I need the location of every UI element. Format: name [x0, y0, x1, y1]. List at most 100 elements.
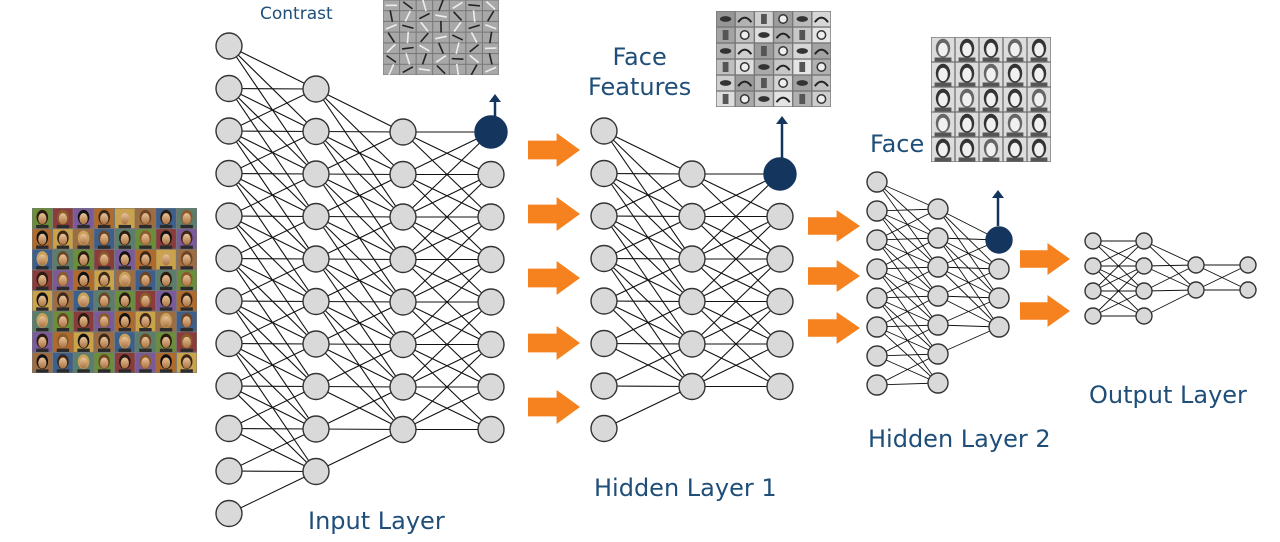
network-1-edge: [228, 173, 317, 217]
network-2-node: [766, 330, 794, 358]
network-1-edge: [315, 386, 404, 430]
face-features-image-frame: [716, 11, 831, 107]
network-1-node: [477, 245, 505, 274]
network-3-edge: [876, 181, 939, 210]
network-1-edge: [315, 216, 404, 260]
network-1-edge: [402, 344, 492, 388]
network-1-edge: [402, 259, 492, 303]
network-1-edge: [402, 174, 492, 260]
feature-output-arrows: [489, 94, 1004, 226]
network-1-edge: [228, 300, 317, 303]
output-layer-label: Output Layer: [1089, 381, 1247, 409]
network-4-edge: [1195, 264, 1249, 291]
network-1-edge: [315, 130, 404, 133]
network-3-highlight-node: [985, 226, 1013, 254]
network-3-node: [927, 372, 949, 394]
network-1-edge: [228, 45, 317, 90]
network-1-node: [302, 457, 330, 486]
network-1-node: [389, 160, 417, 189]
network-4-edge: [1092, 265, 1145, 292]
orange-arrow: [528, 326, 580, 360]
network-2-edge: [691, 216, 781, 302]
network-1-node: [215, 372, 243, 400]
network-1-edge: [228, 471, 317, 514]
orange-arrow: [528, 197, 580, 231]
orange-arrow: [528, 133, 580, 167]
network-2-edge: [691, 301, 781, 345]
thumbnail-images: [32, 0, 1051, 373]
orange-arrow: [808, 210, 860, 242]
network-1-node: [389, 245, 417, 274]
input-faces-image: [32, 208, 197, 373]
face-label: Face: [870, 130, 925, 158]
face-features-label-line2: Features: [588, 73, 692, 101]
network-3-node: [988, 258, 1010, 280]
network-2-edge: [603, 300, 693, 303]
network-2-edge: [691, 343, 781, 387]
network-1-edge: [402, 216, 492, 303]
orange-arrow: [1020, 295, 1070, 327]
network-3-node: [866, 316, 888, 338]
orange-arrow: [528, 390, 580, 424]
network-1-node: [215, 159, 243, 188]
network-4-edge: [1143, 240, 1197, 266]
network-4-node: [1187, 256, 1205, 274]
face-prototypes-image: [931, 37, 1051, 162]
network-1-node: [215, 74, 243, 103]
network-1-node: [389, 288, 417, 316]
face-features-label: Face Features: [588, 42, 691, 102]
network-4-node: [1084, 282, 1102, 300]
network-2-node: [678, 202, 706, 231]
network-2-node: [678, 160, 706, 188]
network-3-node: [866, 200, 888, 222]
network-1-edge: [228, 87, 317, 90]
input-layer-label: Input Layer: [308, 507, 445, 535]
network-2-edge: [603, 257, 693, 260]
network-3-edge: [876, 237, 939, 270]
orange-arrow: [808, 312, 860, 344]
network-1-node: [215, 202, 243, 230]
network-2-edge: [603, 172, 693, 175]
network-2-node: [590, 287, 618, 315]
network-4-node: [1135, 307, 1153, 325]
network-1-node: [389, 373, 417, 401]
network-1-node: [477, 415, 505, 444]
network-1-edge: [315, 301, 404, 345]
network-4-node: [1187, 281, 1205, 299]
up-arrow-head-icon: [992, 190, 1004, 198]
network-1-node: [302, 287, 330, 316]
network-1-edge: [315, 173, 404, 176]
network-1-node: [477, 160, 505, 189]
network-2-node: [590, 414, 618, 443]
network-2-edge: [691, 216, 781, 260]
network-4-edge: [1092, 240, 1145, 292]
network-1-edge: [402, 216, 492, 260]
network-1-node: [477, 330, 505, 359]
network-2-node: [678, 330, 706, 358]
network-1-node: [215, 32, 243, 60]
network-1-edge: [315, 215, 404, 218]
network-1-node: [389, 118, 417, 146]
network-2-edge: [603, 385, 693, 388]
network-1-edge: [315, 429, 404, 472]
network-connections: [228, 45, 1249, 514]
network-2-edge: [691, 173, 781, 260]
network-1-node: [477, 373, 505, 401]
network-1-edge: [228, 131, 317, 174]
network-1-edge: [315, 300, 404, 303]
orange-flow-arrows: [528, 133, 1070, 424]
network-1-node: [477, 203, 505, 231]
network-4-edge: [1143, 264, 1197, 292]
network-2-node: [590, 202, 618, 230]
network-1-node: [302, 202, 330, 231]
network-2-edge: [691, 301, 781, 387]
network-2-edge: [603, 386, 693, 429]
network-2-edge: [603, 258, 693, 302]
network-1-edge: [402, 344, 492, 430]
network-2-edge: [603, 130, 693, 175]
network-1-edge: [402, 301, 492, 388]
network-1-edge: [228, 258, 317, 302]
network-3-node: [927, 314, 949, 336]
network-1-node: [215, 244, 243, 273]
network-3-node: [866, 287, 888, 309]
